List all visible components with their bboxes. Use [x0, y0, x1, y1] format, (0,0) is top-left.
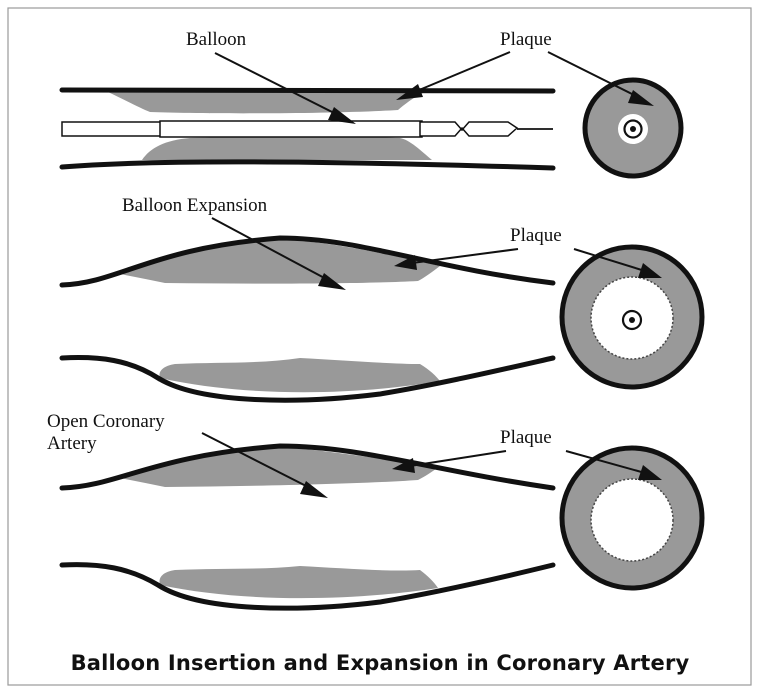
plaque-lower-stage1	[142, 137, 432, 161]
label-plaque-2: Plaque	[510, 225, 562, 246]
plaque-upper-stage1	[108, 92, 425, 113]
label-plaque-1: Plaque	[500, 29, 552, 50]
stage-open-artery: Open Coronary Artery Plaque	[47, 411, 702, 608]
cross-section-stage1-dot	[630, 126, 636, 132]
arrow-plaque-3-left	[410, 451, 506, 466]
cross-section-stage3-lumen	[591, 479, 673, 561]
label-open-coronary-line1: Open Coronary	[47, 411, 165, 432]
cross-section-stage2-dot	[629, 317, 635, 323]
arrow-plaque-2-left	[412, 249, 518, 263]
label-open-coronary-line2: Artery	[47, 433, 97, 454]
plaque-upper-stage3	[120, 446, 440, 487]
stage-insertion: Balloon Plaque	[62, 29, 681, 176]
label-balloon-expansion: Balloon Expansion	[122, 195, 268, 216]
artery-wall-upper-stage1	[62, 90, 553, 91]
catheter-tip	[420, 122, 517, 136]
plaque-lower-stage2	[160, 358, 440, 392]
arrow-plaque-1-left	[412, 52, 510, 93]
label-balloon: Balloon	[186, 29, 247, 50]
plaque-lower-stage3	[160, 566, 438, 598]
label-plaque-3: Plaque	[500, 427, 552, 448]
stage-expansion: Balloon Expansion Plaque	[62, 195, 702, 400]
figure-caption: Balloon Insertion and Expansion in Coron…	[71, 651, 690, 675]
balloon	[160, 121, 422, 137]
artery-wall-lower-stage1	[62, 162, 553, 168]
plaque-upper-stage2	[120, 238, 440, 284]
arrow-plaque-1-right	[548, 52, 640, 98]
catheter-shaft	[62, 122, 162, 136]
